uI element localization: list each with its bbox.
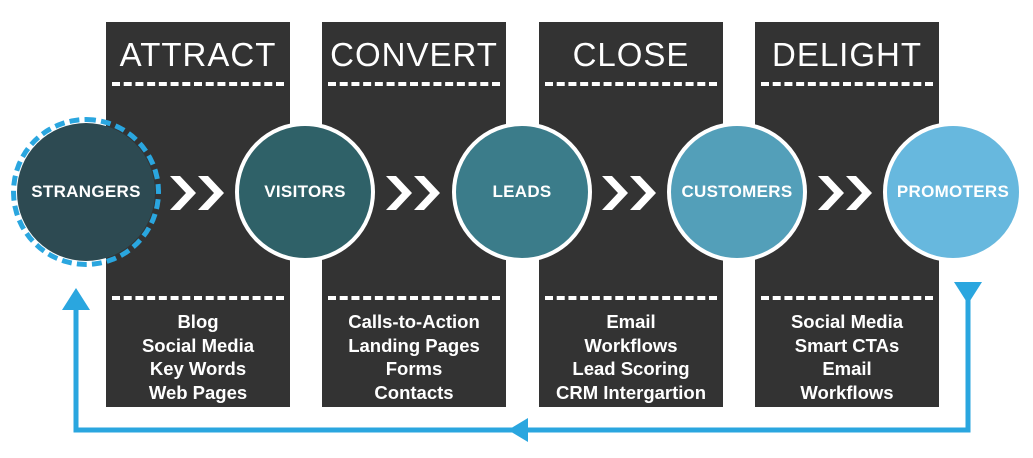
list-item: Calls-to-Action bbox=[348, 311, 480, 332]
list-item: Web Pages bbox=[148, 381, 248, 403]
list-item: Forms bbox=[385, 358, 443, 379]
stage-leads: LEADS bbox=[452, 122, 592, 262]
dashed-divider bbox=[112, 82, 284, 86]
column-title: CONVERT bbox=[330, 36, 498, 73]
dashed-divider bbox=[545, 296, 717, 300]
list-item: Email bbox=[822, 358, 872, 379]
stage-label: VISITORS bbox=[264, 182, 346, 201]
loop-line bbox=[73, 292, 971, 433]
column-items: Blog Social Media Key Words Web Pages bbox=[106, 310, 290, 404]
arrow-down-icon bbox=[954, 282, 982, 304]
arrow-up-icon bbox=[62, 288, 90, 310]
arrow-left-icon bbox=[508, 418, 528, 442]
chevrons-1 bbox=[170, 176, 224, 210]
chevron-right-icon bbox=[818, 176, 844, 210]
stage-label: STRANGERS bbox=[31, 182, 141, 201]
list-item: Smart CTAs bbox=[794, 334, 900, 356]
list-item: Key Words bbox=[149, 358, 247, 379]
list-item: Lead Scoring bbox=[572, 358, 690, 379]
stage-promoters: PROMOTERS bbox=[883, 122, 1023, 262]
chevron-right-icon bbox=[846, 176, 872, 210]
stage-label: CUSTOMERS bbox=[681, 182, 793, 201]
chevrons-2 bbox=[386, 176, 440, 210]
dashed-divider bbox=[328, 82, 500, 86]
loop-back-arrow bbox=[62, 282, 982, 442]
stage-label: LEADS bbox=[492, 182, 552, 201]
chevron-right-icon bbox=[602, 176, 628, 210]
list-item: Contacts bbox=[374, 381, 454, 403]
list-item: Workflows bbox=[584, 334, 678, 356]
list-item: Landing Pages bbox=[348, 334, 480, 356]
list-item: CRM Intergartion bbox=[555, 381, 707, 403]
dashed-divider bbox=[328, 296, 500, 300]
chevron-right-icon bbox=[414, 176, 440, 210]
column-items: Social Media Smart CTAs Email Workflows bbox=[755, 310, 939, 404]
stage-label: PROMOTERS bbox=[896, 182, 1010, 201]
column-title: CLOSE bbox=[572, 36, 690, 73]
stage-strangers: STRANGERS bbox=[17, 123, 155, 261]
stage-customers: CUSTOMERS bbox=[667, 122, 807, 262]
list-item: Workflows bbox=[800, 381, 894, 403]
chevron-right-icon bbox=[386, 176, 412, 210]
column-items: Email Workflows Lead Scoring CRM Interga… bbox=[539, 310, 723, 404]
chevron-right-icon bbox=[198, 176, 224, 210]
chevron-right-icon bbox=[170, 176, 196, 210]
dashed-divider bbox=[545, 82, 717, 86]
column-delight: DELIGHT Social Media Smart CTAs Email Wo… bbox=[755, 22, 939, 407]
list-item: Email bbox=[606, 311, 656, 332]
list-item: Blog bbox=[177, 311, 219, 332]
chevron-right-icon bbox=[630, 176, 656, 210]
dashed-divider bbox=[112, 296, 284, 300]
column-title: DELIGHT bbox=[771, 36, 923, 73]
chevrons-3 bbox=[602, 176, 656, 210]
strangers-dashed-ring bbox=[11, 117, 161, 267]
dashed-divider bbox=[761, 296, 933, 300]
list-item: Social Media bbox=[790, 311, 904, 332]
dashed-divider bbox=[761, 82, 933, 86]
chevrons-4 bbox=[818, 176, 872, 210]
column-items: Calls-to-Action Landing Pages Forms Cont… bbox=[322, 310, 506, 404]
list-item: Social Media bbox=[141, 334, 255, 356]
stage-visitors: VISITORS bbox=[235, 122, 375, 262]
column-title: ATTRACT bbox=[119, 36, 277, 73]
